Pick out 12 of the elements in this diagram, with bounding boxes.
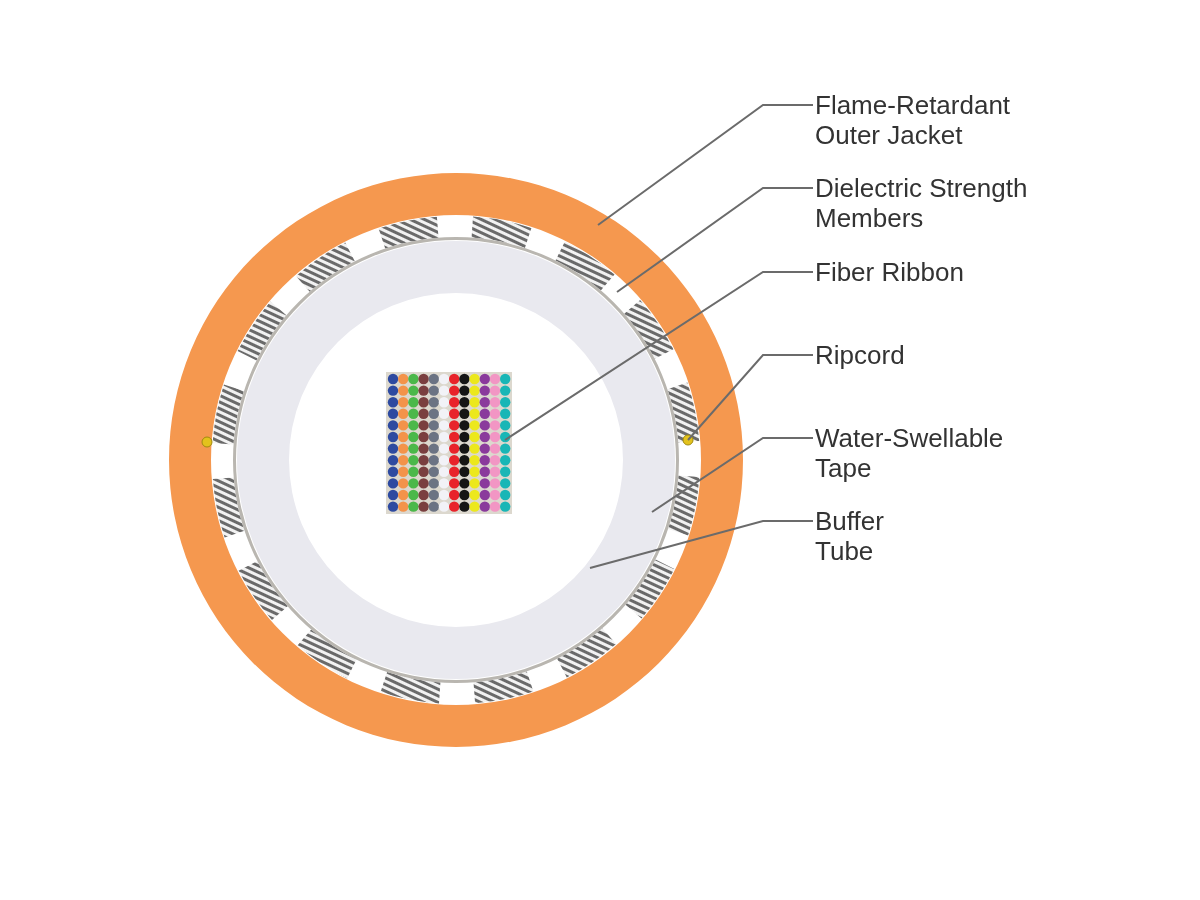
part-label: Fiber Ribbon bbox=[815, 257, 1085, 287]
part-label: Buffer Tube bbox=[815, 506, 915, 566]
leader-line bbox=[687, 354, 814, 441]
part-label: Ripcord bbox=[815, 340, 1085, 370]
leader-line bbox=[504, 271, 814, 441]
part-label: Water-Swellable Tape bbox=[815, 423, 1030, 483]
part-label: Flame-Retardant Outer Jacket bbox=[815, 90, 1065, 150]
leader-line bbox=[616, 187, 814, 293]
part-label: Dielectric Strength Members bbox=[815, 173, 1085, 233]
leader-line bbox=[651, 437, 814, 513]
leader-line bbox=[589, 520, 814, 569]
leader-line bbox=[597, 104, 814, 226]
